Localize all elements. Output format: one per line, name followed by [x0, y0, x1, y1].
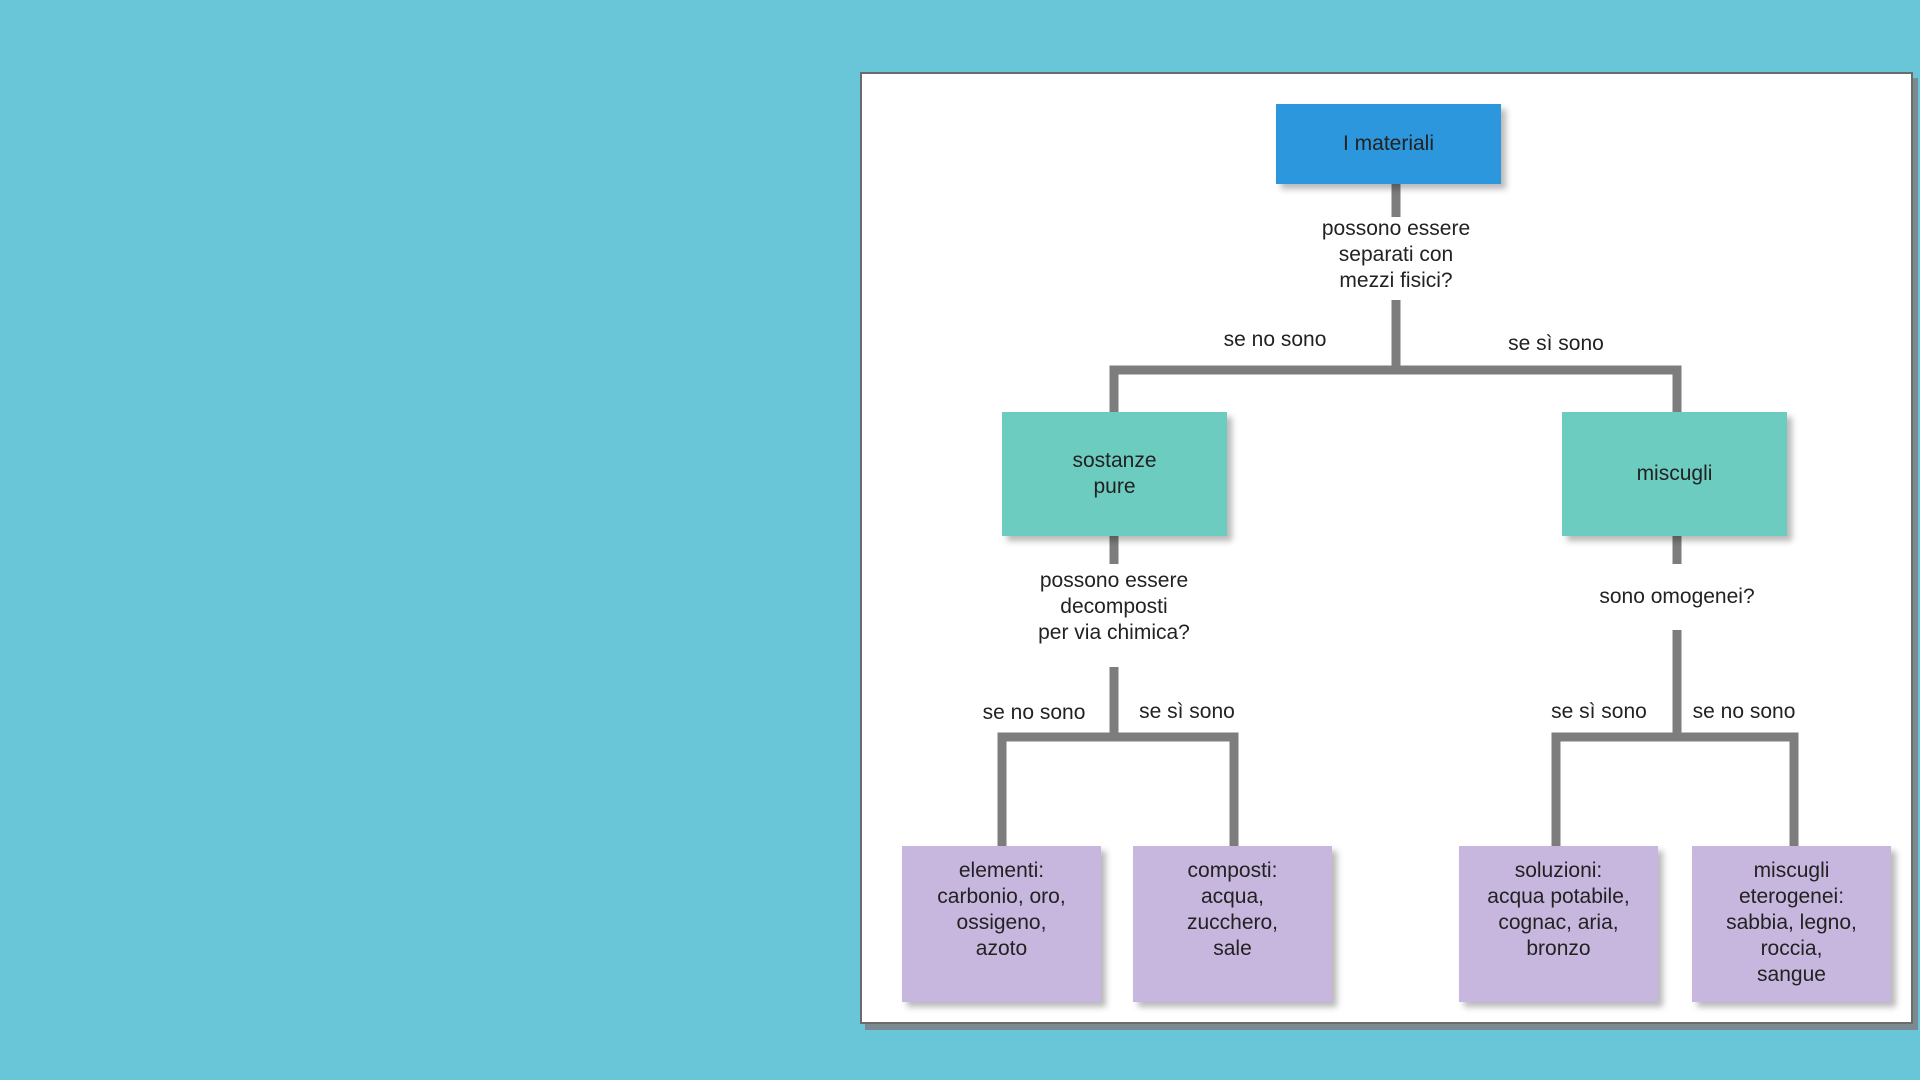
leaf-composti: composti: acqua, zucchero, sale — [1133, 846, 1332, 1002]
branch-label-mix-no: se no sono — [1692, 700, 1796, 723]
branch-label-mix-yes: se sì sono — [1551, 700, 1647, 723]
leaf-soluzioni: soluzioni: acqua potabile, cognac, aria,… — [1459, 846, 1658, 1002]
node-sostanze-pure: sostanze pure — [1002, 412, 1227, 536]
diagram-panel: I materiali possono essere separati con … — [860, 72, 1913, 1024]
connector-split-mix — [1551, 732, 1799, 846]
branch-label-pure-yes: se sì sono — [1139, 700, 1235, 723]
branch-label-pure-no: se no sono — [982, 701, 1086, 724]
node-i-materiali: I materiali — [1276, 104, 1501, 184]
question-omogenei: sono omogenei? — [1599, 585, 1755, 608]
leaf-miscugli-eterogenei: miscugli eterogenei: sabbia, legno, rocc… — [1692, 846, 1891, 1002]
node-miscugli: miscugli — [1562, 412, 1787, 536]
node-label: I materiali — [1342, 132, 1435, 155]
leaf-elementi: elementi: carbonio, oro, ossigeno, azoto — [902, 846, 1101, 1002]
question-decomposti: possono essere decomposti per via chimic… — [1038, 569, 1190, 644]
node-label: sostanze pure — [1072, 449, 1157, 498]
branch-label-no: se no sono — [1223, 328, 1327, 351]
connector-split-pure — [997, 732, 1239, 846]
connector-lines — [997, 184, 1799, 846]
question-separati: possono essere separati con mezzi fisici… — [1321, 217, 1471, 292]
connector-split-1 — [1109, 365, 1682, 412]
branch-label-yes: se sì sono — [1508, 332, 1604, 355]
node-label: miscugli — [1636, 462, 1713, 485]
